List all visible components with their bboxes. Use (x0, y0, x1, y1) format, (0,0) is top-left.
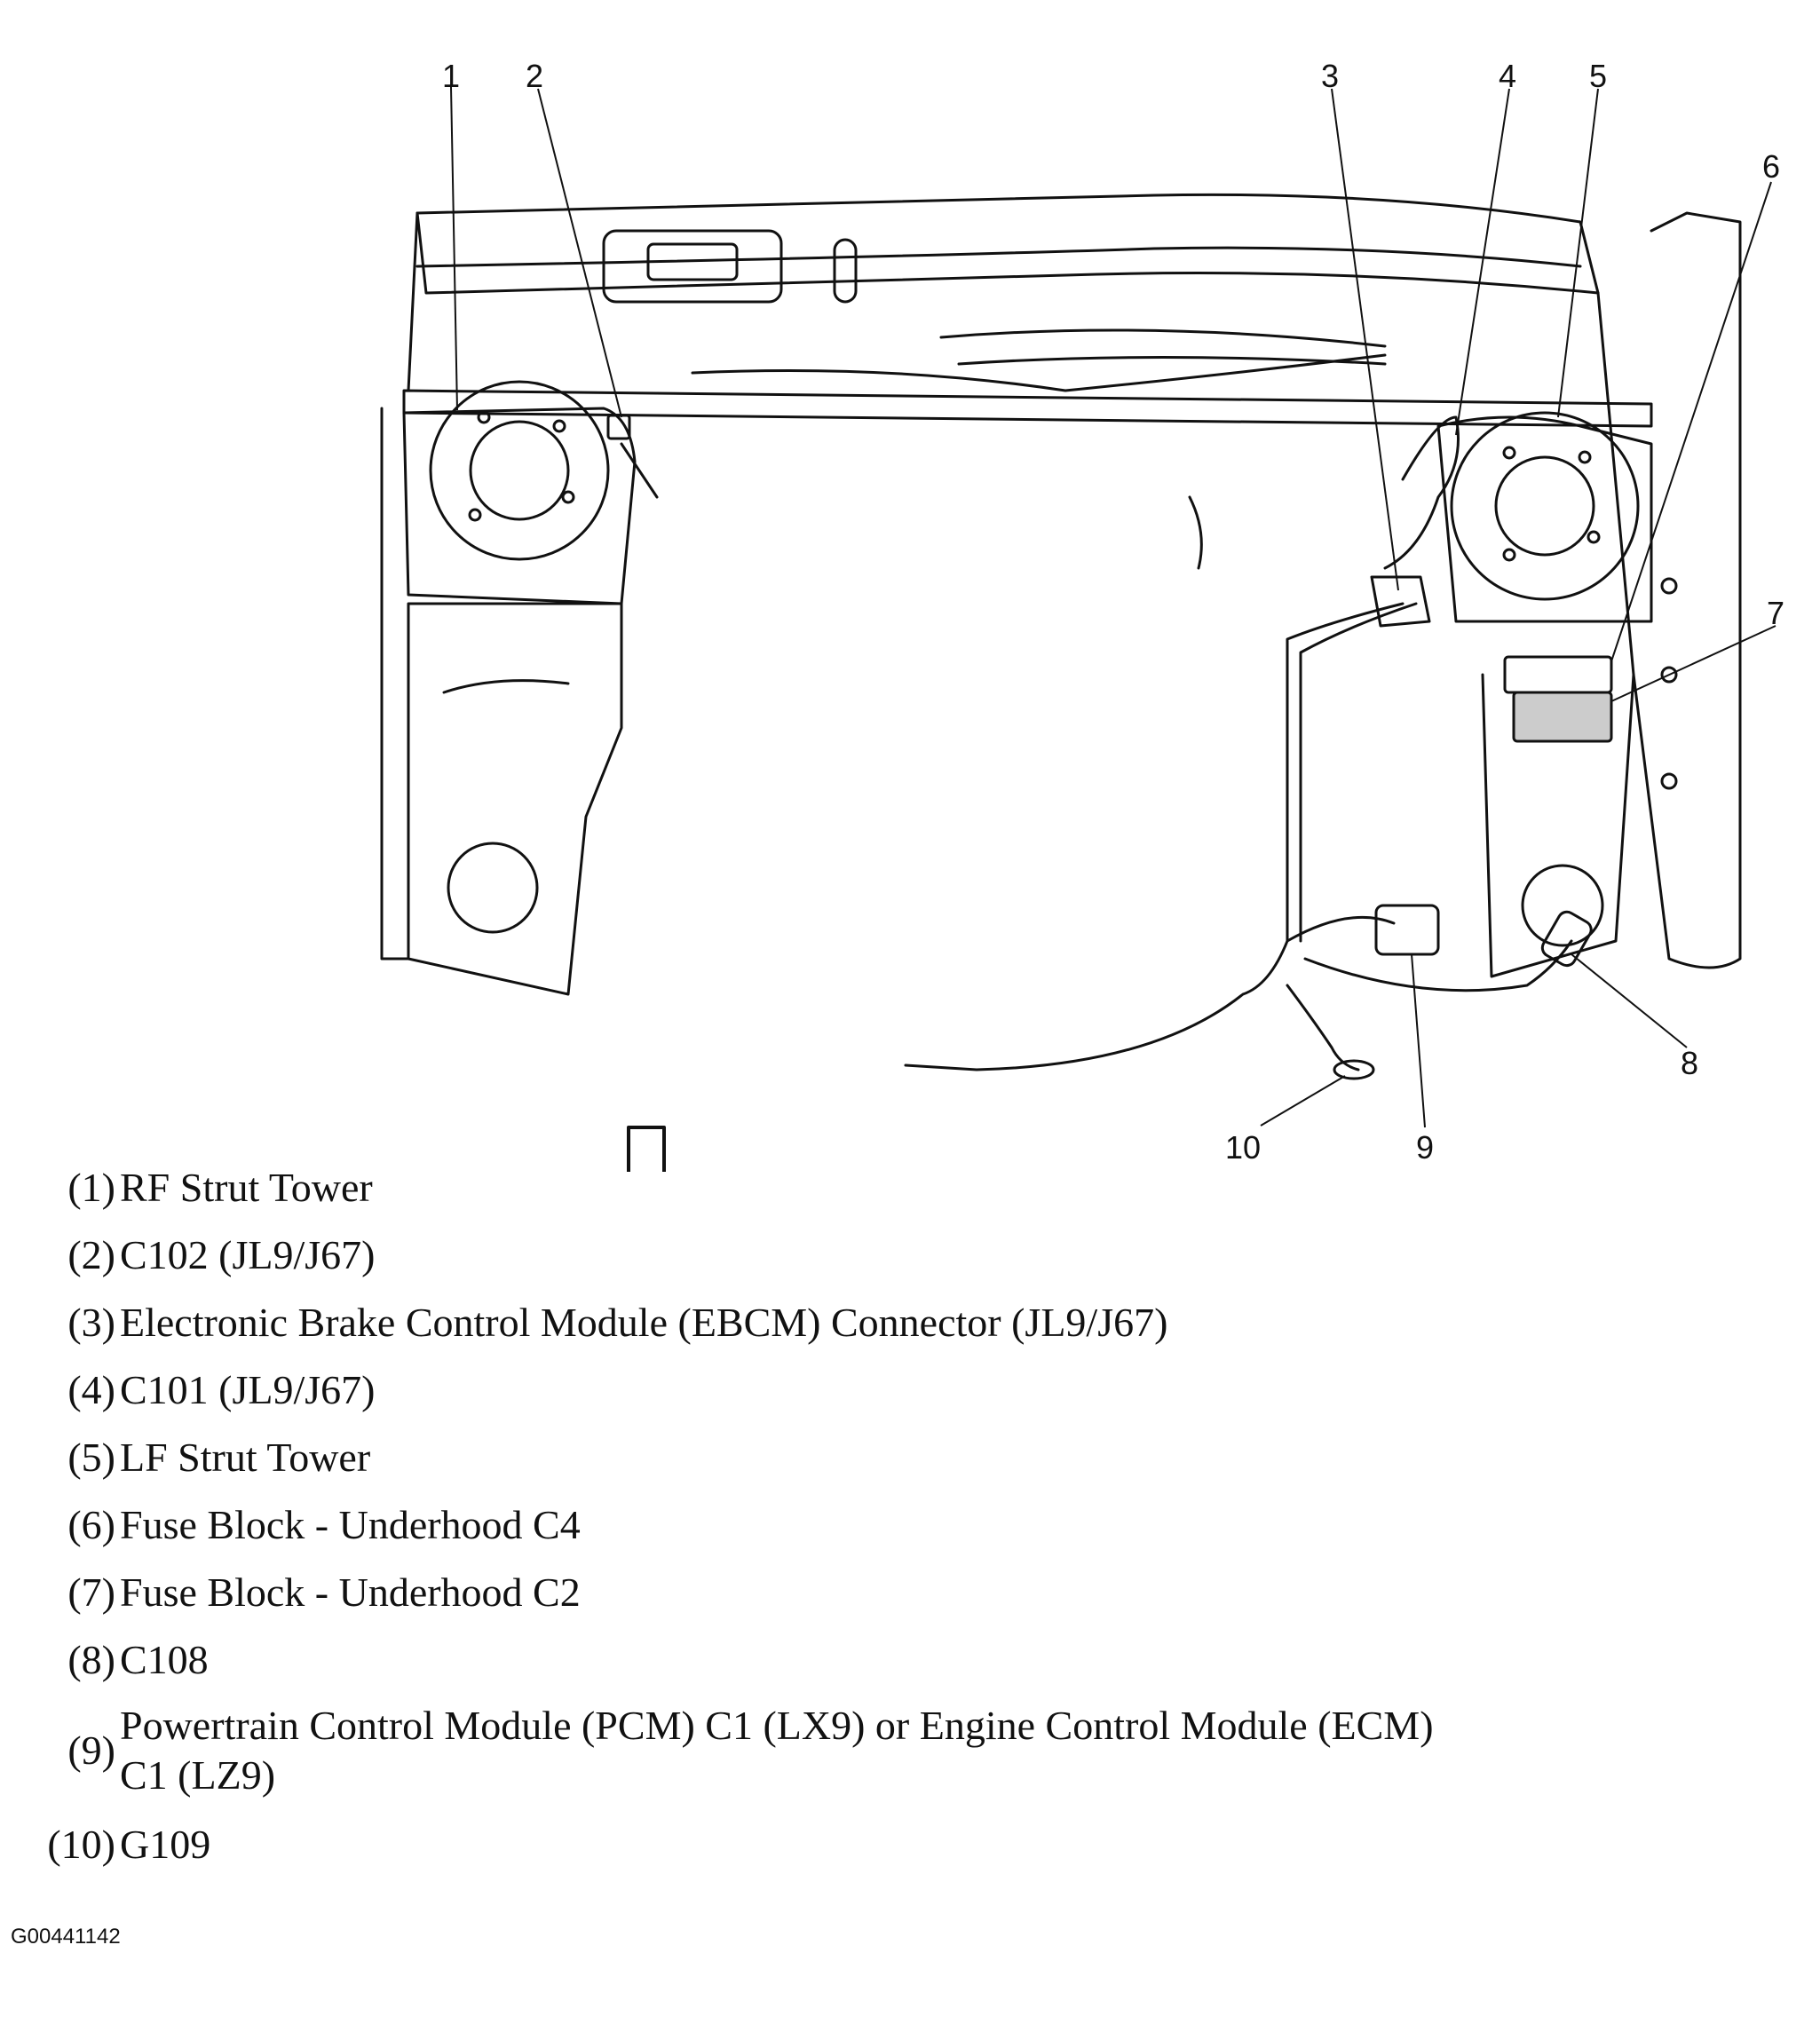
c108-connector (1540, 910, 1593, 968)
front-direction-arrow-icon (627, 1126, 666, 1172)
legend-label: LF Strut Tower (120, 1435, 371, 1480)
legend-label: G109 (120, 1822, 211, 1867)
leader-line-2 (537, 88, 622, 418)
fuse-block-c2 (1512, 691, 1613, 743)
legend-label: C102 (JL9/J67) (120, 1232, 376, 1277)
rf-strut-inner-circle (469, 420, 570, 521)
leader-line-1 (450, 86, 458, 411)
lf-strut-outer-circle (1450, 411, 1640, 601)
legend-number: (2) (67, 1232, 115, 1277)
wiring-harness-branch-c108 (1303, 939, 1573, 992)
legend-number: (4) (67, 1367, 115, 1412)
legend-label: Powertrain Control Module (PCM) C1 (LX9)… (120, 1703, 1434, 1798)
legend-label: C101 (JL9/J67) (120, 1367, 376, 1412)
pcm-connector (1374, 904, 1440, 956)
legend-label: RF Strut Tower (120, 1165, 373, 1210)
legend-number: (5) (67, 1435, 115, 1480)
engine-compartment-diagram: 1 2 3 4 5 6 7 8 9 10 (380, 58, 1784, 1172)
callout-4: 4 (1499, 58, 1516, 94)
legend-label: Fuse Block - Underhood C2 (120, 1569, 581, 1615)
fuse-block-c4 (1503, 655, 1613, 694)
legend-label: Electronic Brake Control Module (EBCM) C… (120, 1300, 1168, 1345)
rf-strut-outer-circle (429, 380, 610, 561)
legend-label: Fuse Block - Underhood C4 (120, 1502, 581, 1547)
leader-line-4 (1455, 88, 1510, 436)
ebcm-connector (1370, 575, 1431, 628)
leader-line-6 (1610, 181, 1772, 662)
leader-line-10 (1260, 1075, 1346, 1127)
wiring-harness-branch-g109 (1286, 984, 1360, 1071)
legend-number: (9) (67, 1728, 115, 1773)
cowl-vent (602, 229, 783, 304)
legend-number: (1) (67, 1165, 115, 1210)
left-body-panel (1632, 211, 1742, 969)
callout-3: 3 (1321, 58, 1339, 94)
cowl-panel (415, 193, 1600, 295)
callout-5: 5 (1589, 58, 1607, 94)
rf-strut-tower-shape (402, 407, 637, 605)
legend-number: (7) (67, 1569, 115, 1615)
leader-line-8 (1571, 953, 1688, 1048)
callout-8: 8 (1681, 1045, 1698, 1081)
right-fender-apron (407, 602, 623, 996)
callout-7: 7 (1767, 595, 1784, 631)
legend-number: (6) (67, 1502, 115, 1547)
callout-9: 9 (1416, 1129, 1434, 1166)
lf-strut-inner-circle (1494, 455, 1595, 557)
leader-line-5 (1557, 88, 1599, 418)
legend-number: (8) (67, 1637, 115, 1682)
legend-number: (3) (67, 1300, 115, 1345)
legend-label: C108 (120, 1637, 209, 1682)
leader-line-3 (1331, 88, 1399, 591)
legend-item: (9) Powertrain Control Module (PCM) C1 (… (0, 1701, 1731, 1800)
figure-id: G00441142 (11, 1925, 121, 1949)
lf-strut-tower-shape (1436, 415, 1653, 623)
g109-ground (1333, 1059, 1375, 1080)
wiring-harness-main (904, 602, 1405, 1071)
callout-6: 6 (1762, 148, 1780, 185)
callout-1: 1 (442, 58, 460, 94)
c102-connector (606, 414, 631, 440)
leader-line-9 (1411, 953, 1426, 1128)
legend-number: (10) (47, 1822, 115, 1867)
callout-2: 2 (526, 58, 543, 94)
crossmember (402, 389, 1653, 428)
wiring-harness-branch-pcm (1286, 915, 1396, 943)
callout-10: 10 (1225, 1129, 1261, 1166)
leader-line-7 (1610, 625, 1776, 702)
